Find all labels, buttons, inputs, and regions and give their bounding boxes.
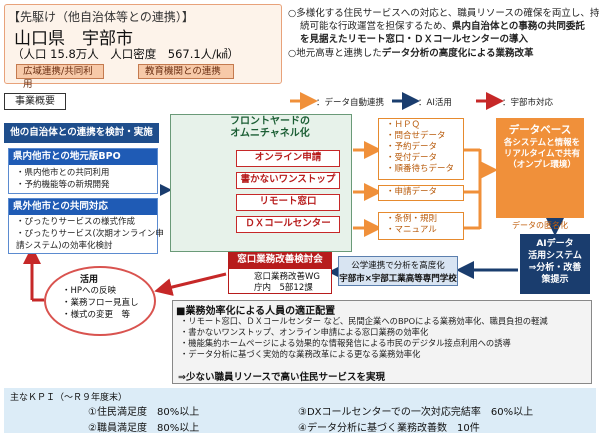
committee-title: 窓口業務改善検討会 [228, 252, 332, 268]
database-text-1: 各システムと情報を [503, 138, 581, 148]
efficiency-box [172, 300, 592, 384]
committee-box [228, 268, 332, 294]
database-anonymize: データの匿名化 [512, 221, 568, 230]
kpi-4: ④データ分析に基づく業務改善数 10件 [298, 423, 480, 434]
data-list-2 [378, 185, 464, 201]
data-list-3 [378, 212, 464, 240]
database-text-3: （オンプレ環境） [508, 160, 576, 170]
kpi-3: ③DXコールセンターでの一次対応完結率 60%以上 [298, 407, 534, 418]
kpi-1: ①住民満足度 80%以上 [88, 407, 200, 418]
kpi-2: ②職員満足度 80%以上 [88, 423, 200, 434]
kpi-box [4, 388, 596, 433]
data-list-1-item-5: ・順番待ちデータ [386, 164, 455, 174]
data-list-3-item-1: ・条例・規則 [386, 214, 438, 224]
efficiency-item-3: ・機能集約ホームページによる効果的な情報発信による市民のデジタル接点利用への誘導 [180, 338, 511, 348]
database-text-2: リアルタイムで共有 [503, 149, 581, 159]
channel-onestop: 書かないワンストップ [236, 172, 340, 189]
utilization-item-2: ・業務フロー見直し [62, 298, 139, 308]
data-list-1-item-1: ・ＨＰＱ [386, 120, 421, 130]
data-list-2-item-1: ・申請データ [386, 187, 438, 197]
ai-line-2: 活用システム [528, 251, 582, 261]
legend-auto: ：データ自動連携 [316, 98, 385, 108]
population-stats: （人口 15.8万人 人口密度 567.1人/㎢） [12, 47, 240, 61]
data-list-1-item-2: ・問合せデータ [386, 131, 446, 141]
utilization-item-3: ・様式の変更 等 [62, 310, 131, 320]
joint-item-2: ・ぴったりサービス(次期オンライン申 [16, 229, 164, 239]
ai-system-box [520, 234, 590, 294]
kpi-heading: 主なＫＰＩ（～Ｒ９年度末） [10, 393, 128, 403]
arrow-committee-to-util [154, 272, 227, 296]
joint-item-3: 請システム)の効率化検討 [16, 241, 113, 251]
public-line-2: 宇部市×宇部工業高等専門学校 [339, 274, 457, 284]
utilization-title: 活用 [80, 275, 99, 285]
channel-callcenter: ＤＸコールセンター [236, 216, 340, 233]
bpo-item-2: ・予約機能等の新規開発 [16, 180, 110, 190]
summary-line-1: ○多様化する住民サービスへの対応と、職員リソースの確保を両立し、持 [288, 8, 600, 19]
public-partnership-box [338, 256, 458, 286]
summary-line-2a: 続可能な行政運営を担保するため、 [300, 21, 453, 32]
summary-line-4a: ○地元高専と連携した [288, 48, 382, 59]
efficiency-result: ⇒少ない職員リソースで高い住民サービスを実現 [178, 372, 385, 383]
city-name: 山口県 宇部市 [14, 29, 133, 49]
data-list-1-item-4: ・受付データ [386, 153, 438, 163]
summary-line-3: を見据えたリモート窓口・ＤＸコールセンターの導入 [300, 34, 529, 45]
front-yard-title: フロントヤードの オムニチャネル化 [200, 116, 340, 140]
front-title-line-1: フロントヤードの [230, 116, 310, 127]
joint-item-1: ・ぴったりサービスの様式作成 [16, 217, 136, 227]
header-tag: 【先駆け（他自治体等との連携）】 [8, 10, 194, 24]
data-list-1 [378, 118, 464, 180]
committee-line-1: 窓口業務改善WG [254, 272, 320, 282]
public-line-1: 公学連携で分析を高度化 [351, 261, 445, 271]
efficiency-item-2: ・書かないワンストップ、オンライン申請による窓口業務の効率化 [180, 327, 429, 337]
database-title: データベース [508, 124, 572, 136]
bpo-title: 県内他市との地元版BPO [9, 149, 157, 165]
summary-line-2b: 県内自治体との事務の共同委託 [452, 21, 585, 32]
channel-remote: リモート窓口 [236, 194, 340, 211]
bpo-item-1: ・県内他市との共同利用 [16, 168, 110, 178]
joint-title: 県外他市との共同対応 [9, 199, 157, 215]
section-label: 事業概要 [4, 93, 66, 110]
ai-system-text: AIデータ 活用システム ⇒分析・改善 策提示 [520, 238, 590, 286]
efficiency-item-4: ・データ分析に基づく実効的な業務改革による更なる業務効率化 [180, 349, 421, 359]
data-list-3-item-2: ・マニュアル [386, 225, 437, 235]
utilization-ellipse [44, 266, 156, 336]
database-text: 各システムと情報を リアルタイムで共有 （オンプレ環境） [502, 138, 582, 171]
summary-line-4b: データ分析の高度化による業務改革 [381, 48, 534, 59]
tag-pill-education: 教育機関との連携 [138, 64, 234, 79]
committee-line-2: 庁内 5部12課 [254, 283, 313, 293]
tag-pill-regional: 広域連携/共同利用 [16, 64, 104, 90]
ai-line-3: ⇒分析・改善 [528, 263, 582, 273]
ai-line-4: 策提示 [541, 275, 569, 285]
legend-city: ：宇部市対応 [502, 98, 554, 108]
legend-ai: ：AI活用 [418, 98, 452, 108]
summary-line-4: ○地元高専と連携したデータ分析の高度化による業務改革 [288, 47, 534, 60]
front-title-line-2: オムニチャネル化 [230, 128, 310, 139]
summary-line-2: 続可能な行政運営を担保するため、県内自治体との事務の共同委託 [300, 20, 585, 33]
channel-online: オンライン申請 [236, 150, 340, 167]
ai-line-1: AIデータ [536, 239, 574, 249]
left-column-title: 他の自治体との連携を検討・実施 [4, 123, 159, 143]
efficiency-title: ■業務効率化による人員の適正配置 [176, 306, 336, 317]
efficiency-item-1: ・リモート窓口、ＤＸコールセンター など、民間企業へのBPOによる業務効率化、職… [180, 316, 548, 326]
database-box [496, 118, 584, 218]
data-list-1-item-3: ・予約データ [386, 142, 438, 152]
utilization-item-1: ・HPへの反映 [62, 286, 117, 296]
